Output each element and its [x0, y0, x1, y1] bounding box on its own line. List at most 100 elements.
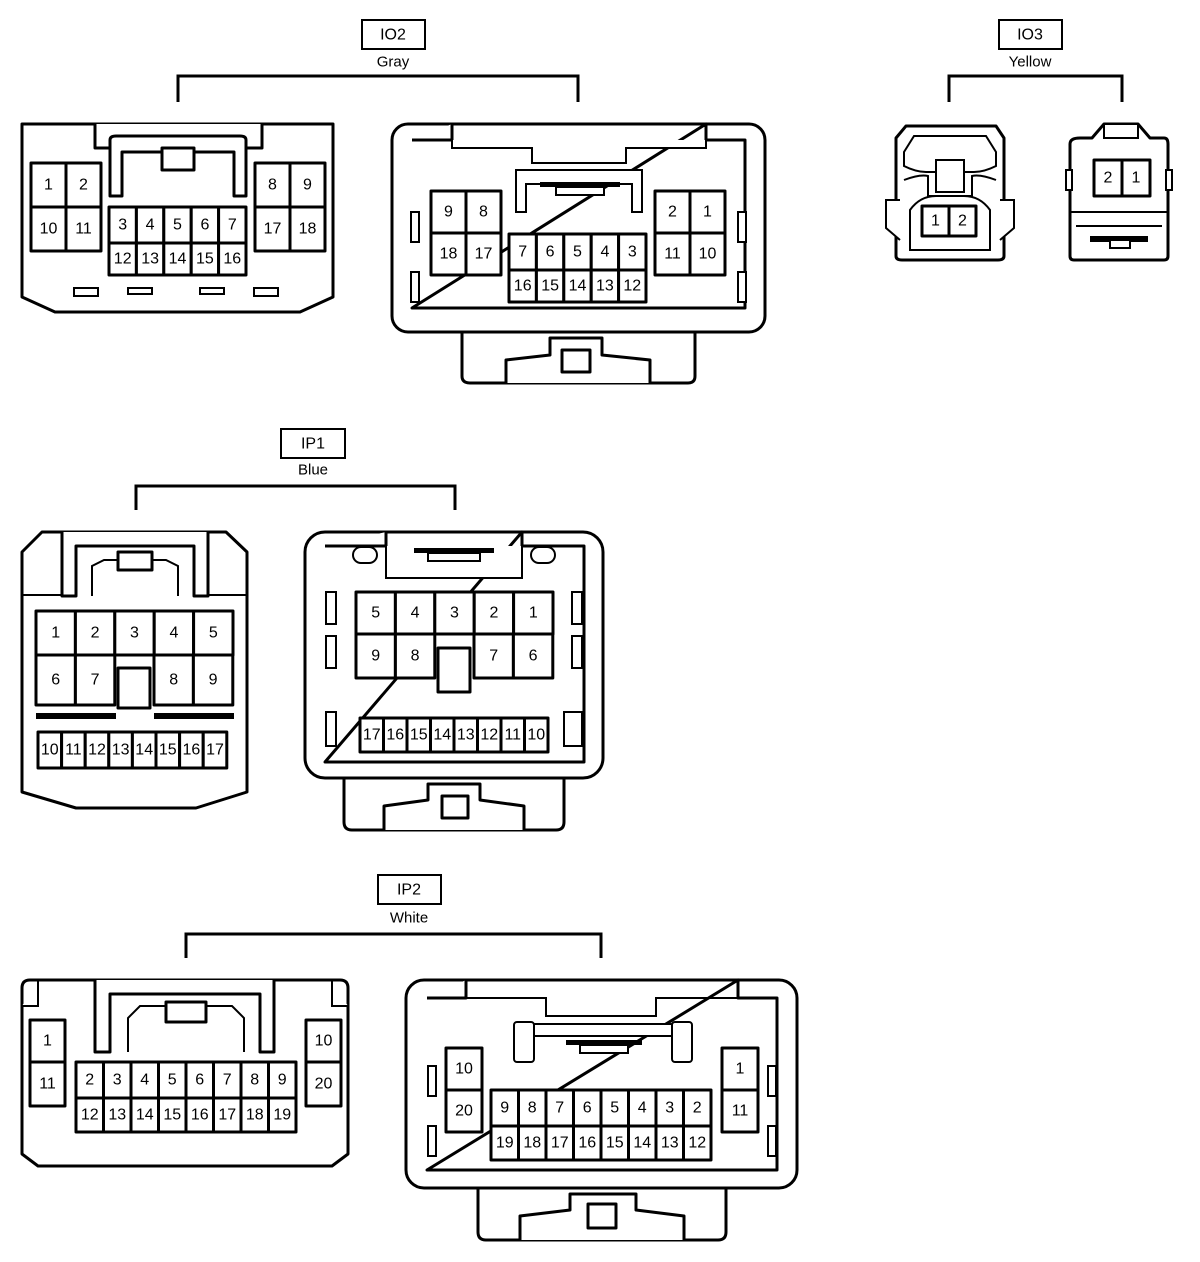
pin-number: 10 — [40, 221, 58, 238]
pin-number: 11 — [65, 742, 82, 759]
pin-cell — [217, 241, 248, 277]
pin-number: 12 — [480, 727, 498, 744]
pin-cell — [444, 1088, 484, 1134]
pin-number: 17 — [475, 246, 493, 263]
pin-cell — [589, 232, 621, 272]
pin-blank — [116, 666, 152, 710]
pin-cell — [682, 1124, 713, 1162]
pin-number: 2 — [85, 1072, 94, 1089]
pin-number: 5 — [168, 1072, 177, 1089]
pin-cell — [73, 653, 117, 707]
pin-number: 3 — [130, 625, 139, 642]
pin-cell — [393, 590, 437, 636]
pin-cell — [429, 231, 468, 277]
pin-number: 14 — [169, 251, 187, 268]
pin-number: 18 — [246, 1107, 264, 1124]
view-bracket — [184, 932, 603, 958]
key-post — [513, 1021, 535, 1063]
lock-slot — [73, 287, 99, 297]
pin-cell — [507, 268, 538, 304]
side-key — [427, 1065, 437, 1097]
pin-number: 12 — [114, 251, 132, 268]
pin-block: 10 — [304, 1018, 343, 1064]
pin-cell — [288, 205, 327, 253]
pin-cell — [512, 590, 555, 636]
pin-block: 10 11 — [29, 205, 103, 253]
side-key — [410, 271, 420, 303]
pin-number: 14 — [136, 1107, 154, 1124]
latch-tab — [116, 550, 154, 572]
pin-number: 3 — [628, 244, 637, 261]
pin-number: 1 — [703, 204, 712, 221]
connector-tag: IP2 — [397, 882, 421, 899]
pin-number: 4 — [169, 625, 178, 642]
pin-block: 20 — [304, 1060, 343, 1108]
lock-slot — [127, 287, 153, 295]
pin-cell — [617, 268, 648, 304]
guide-bar — [414, 548, 494, 553]
pin-number: 7 — [223, 1072, 232, 1089]
pin-number: 2 — [91, 625, 100, 642]
pin-number: 11 — [504, 727, 521, 744]
pin-cell — [201, 730, 229, 770]
pin-block: 11 — [28, 1060, 67, 1108]
pin-cell — [113, 609, 156, 657]
pin-number: 11 — [39, 1076, 56, 1093]
cavity-step — [451, 140, 707, 164]
pin-number: 16 — [514, 278, 532, 295]
pin-cell — [688, 189, 727, 235]
key-post — [671, 1021, 693, 1063]
pin-cell — [544, 1124, 575, 1162]
pin-number: 4 — [411, 605, 420, 622]
pin-cell — [511, 632, 555, 680]
pin-cell — [253, 161, 292, 209]
hood-latch-tab — [440, 794, 470, 820]
side-key — [1065, 169, 1073, 191]
connector-tag-box — [280, 428, 346, 459]
pin-number: 1 — [51, 625, 60, 642]
pin-number: 17 — [218, 1107, 236, 1124]
side-key — [767, 1065, 777, 1097]
mount-hole — [352, 546, 378, 564]
pin-number: 6 — [583, 1100, 592, 1117]
pin-cell — [654, 1124, 685, 1162]
pin-number: 7 — [91, 672, 100, 689]
mount-hole — [530, 546, 556, 564]
pin-blank — [436, 646, 472, 694]
pin-number: 17 — [206, 742, 224, 759]
pin-number: 3 — [118, 217, 127, 234]
pin-cell — [599, 1124, 630, 1162]
pin-number: 12 — [81, 1107, 99, 1124]
pin-number: 10 — [699, 246, 717, 263]
pin-number: 1 — [1132, 170, 1141, 187]
pin-number: 20 — [455, 1103, 473, 1120]
pin-number: 6 — [546, 244, 555, 261]
pin-number: 13 — [457, 727, 475, 744]
side-key — [737, 211, 747, 243]
pin-number: 17 — [264, 221, 282, 238]
pin-number: 1 — [931, 213, 940, 230]
pin-number: 17 — [363, 727, 381, 744]
cavity-rib — [515, 169, 643, 213]
latch — [108, 134, 248, 198]
pin-number: 1 — [44, 177, 53, 194]
pin-number: 11 — [732, 1103, 749, 1120]
pin-cell — [534, 232, 566, 272]
pin-cell — [152, 609, 196, 657]
pin-number: 11 — [75, 221, 92, 238]
pin-number: 1 — [529, 605, 538, 622]
pin-cell — [1092, 158, 1124, 198]
pin-number: 9 — [444, 204, 453, 221]
pin-number: 10 — [455, 1061, 473, 1078]
pin-number: 4 — [638, 1100, 647, 1117]
pin-number: 8 — [528, 1100, 537, 1117]
lock-slot — [253, 287, 279, 297]
